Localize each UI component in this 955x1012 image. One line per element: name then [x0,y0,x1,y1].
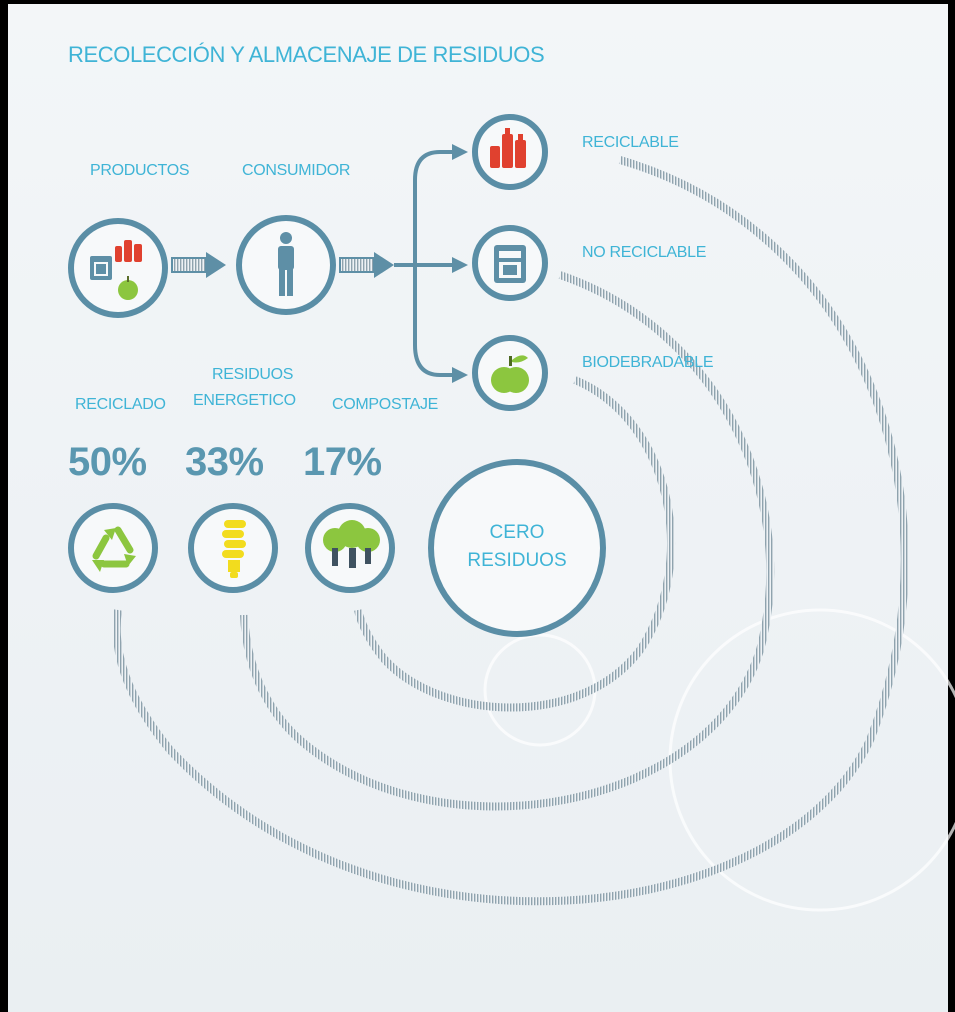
label-energetico: ENERGETICO [193,392,296,409]
cero-residuos-ring [428,459,606,637]
products-icon [90,240,142,300]
arrow-products-to-consumer [171,257,207,273]
flow-arrows [171,252,394,278]
arc-no-reciclable-to-energetico [240,271,775,811]
split-bracket [394,150,455,377]
connector-arcs [112,156,909,906]
trash-bin-icon [494,245,526,283]
arc-reciclable-to-reciclado [112,156,909,906]
trees-icon [323,520,380,568]
split-arrowheads [452,144,468,383]
label-consumidor: CONSUMIDOR [242,162,351,179]
reciclado-ring [68,503,158,593]
cero-label-line2: RESIDUOS [467,550,567,571]
label-no-reciclable: NO RECICLABLE [582,244,707,261]
label-reciclado: RECICLADO [75,396,166,413]
bottles-icon [490,128,526,168]
label-reciclable: RECICLABLE [582,134,679,151]
page-title: RECOLECCIÓN Y ALMACENAJE DE RESIDUOS [68,42,545,67]
person-icon [278,232,294,296]
percent-compostaje: 17% [303,440,382,484]
percent-energetico: 33% [185,440,264,484]
label-residuos: RESIDUOS [212,366,294,383]
arc-biodegradable-to-compostaje [354,376,675,712]
cero-label-line1: CERO [489,522,545,543]
cero-residuos-label: CERO RESIDUOS [432,457,602,637]
percent-reciclado: 50% [68,440,147,484]
recycle-icon [92,526,136,572]
label-productos: PRODUCTOS [90,162,190,179]
light-bulb-icon [222,520,246,578]
label-compostaje: COMPOSTAJE [332,396,439,413]
arrow-consumer-to-split [339,257,375,273]
products-ring [68,218,168,318]
apple-icon [491,355,529,393]
label-biodebradable: BIODEBRADABLE [582,354,714,371]
